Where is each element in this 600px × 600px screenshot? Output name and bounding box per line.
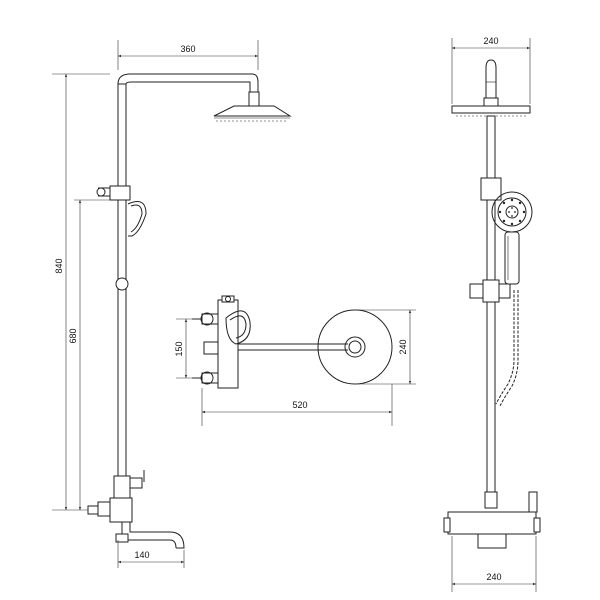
top-shower-head: [317, 309, 393, 385]
dim-520-label: 520: [292, 400, 307, 410]
front-upper-bracket: [480, 177, 502, 201]
side-mixer-body: [109, 497, 133, 523]
side-head-connector: [248, 91, 260, 107]
dim-680-label: 680: [68, 328, 78, 343]
front-riser-pipe: [486, 115, 496, 497]
top-hand-shower: [225, 310, 251, 345]
front-hand-shower-nozzles: [498, 198, 526, 226]
dim-240-head-label: 240: [398, 339, 408, 354]
front-spout: [477, 533, 507, 549]
top-upper-valve: [201, 313, 219, 325]
side-holder-knob: [96, 187, 106, 197]
front-head-stem: [485, 59, 497, 98]
dim-240-bottom-label: 240: [486, 572, 501, 582]
dim-240-top-label: 240: [483, 36, 498, 46]
front-diverter-handle: [528, 491, 538, 513]
front-view: 240 240: [443, 36, 541, 592]
front-hand-shower-handle: [504, 231, 520, 285]
side-slide-knob: [115, 277, 129, 291]
front-lower-connector: [484, 491, 498, 509]
side-top-bend: [117, 73, 259, 92]
front-mixer-body: [447, 511, 537, 535]
dim-360-label: 360: [180, 44, 195, 54]
side-hand-shower: [127, 201, 147, 237]
side-view: 360 840 680 140: [52, 40, 292, 568]
dim-840-label: 840: [54, 258, 64, 273]
front-hose: [495, 290, 515, 405]
side-shower-head: [213, 105, 292, 117]
front-shower-head: [451, 105, 531, 114]
dim-140-label: 140: [134, 550, 149, 560]
top-view: 150 240 520: [174, 295, 416, 426]
side-spout: [121, 522, 185, 549]
side-holder-bracket: [109, 185, 131, 201]
top-lower-valve: [201, 372, 219, 384]
dim-150-label: 150: [174, 341, 184, 356]
